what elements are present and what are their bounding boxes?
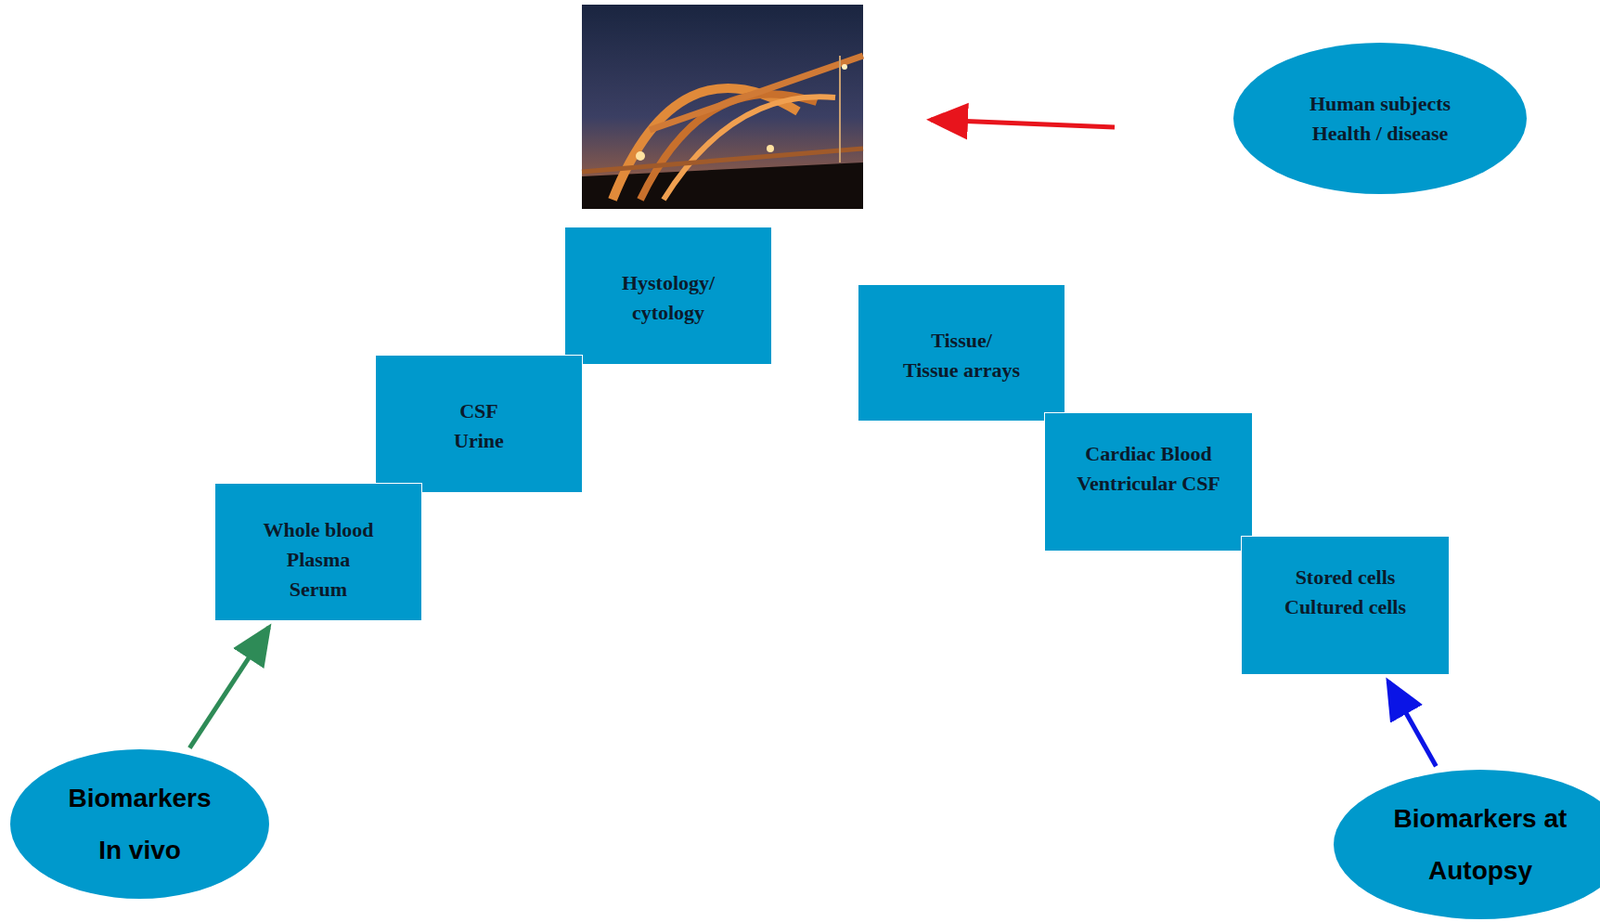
node-label: Human subjects Health / disease: [1287, 89, 1473, 149]
source-ellipse: Biomarkers at Autopsy: [1333, 769, 1600, 919]
sample-box: Whole blood Plasma Serum: [214, 482, 423, 621]
sample-box: Stored cells Cultured cells: [1240, 535, 1450, 675]
node-label: Biomarkers In vivo: [58, 772, 221, 877]
node-label: Tissue/ Tissue arrays: [903, 325, 1021, 386]
sample-box: Cardiac Blood Ventricular CSF: [1044, 412, 1253, 552]
source-ellipse: Biomarkers In vivo: [10, 748, 270, 899]
bridge-photo: [581, 4, 864, 209]
node-label: Cardiac Blood Ventricular CSF: [1067, 438, 1230, 499]
connector-arrow: [189, 627, 269, 749]
node-label: Hystology/ cytology: [598, 268, 738, 328]
sample-box: Tissue/ Tissue arrays: [857, 283, 1066, 422]
sample-box: Hystology/ cytology: [564, 226, 773, 365]
subject-ellipse: Human subjects Health / disease: [1233, 42, 1527, 194]
node-label: CSF Urine: [446, 396, 512, 456]
node-label: Stored cells Cultured cells: [1268, 562, 1422, 622]
sample-box: CSF Urine: [374, 354, 583, 493]
node-label: Biomarkers at Autopsy: [1380, 792, 1581, 897]
red-arrow: [930, 119, 1115, 128]
connector-arrow: [1388, 681, 1437, 766]
node-label: Whole blood Plasma Serum: [258, 515, 378, 605]
